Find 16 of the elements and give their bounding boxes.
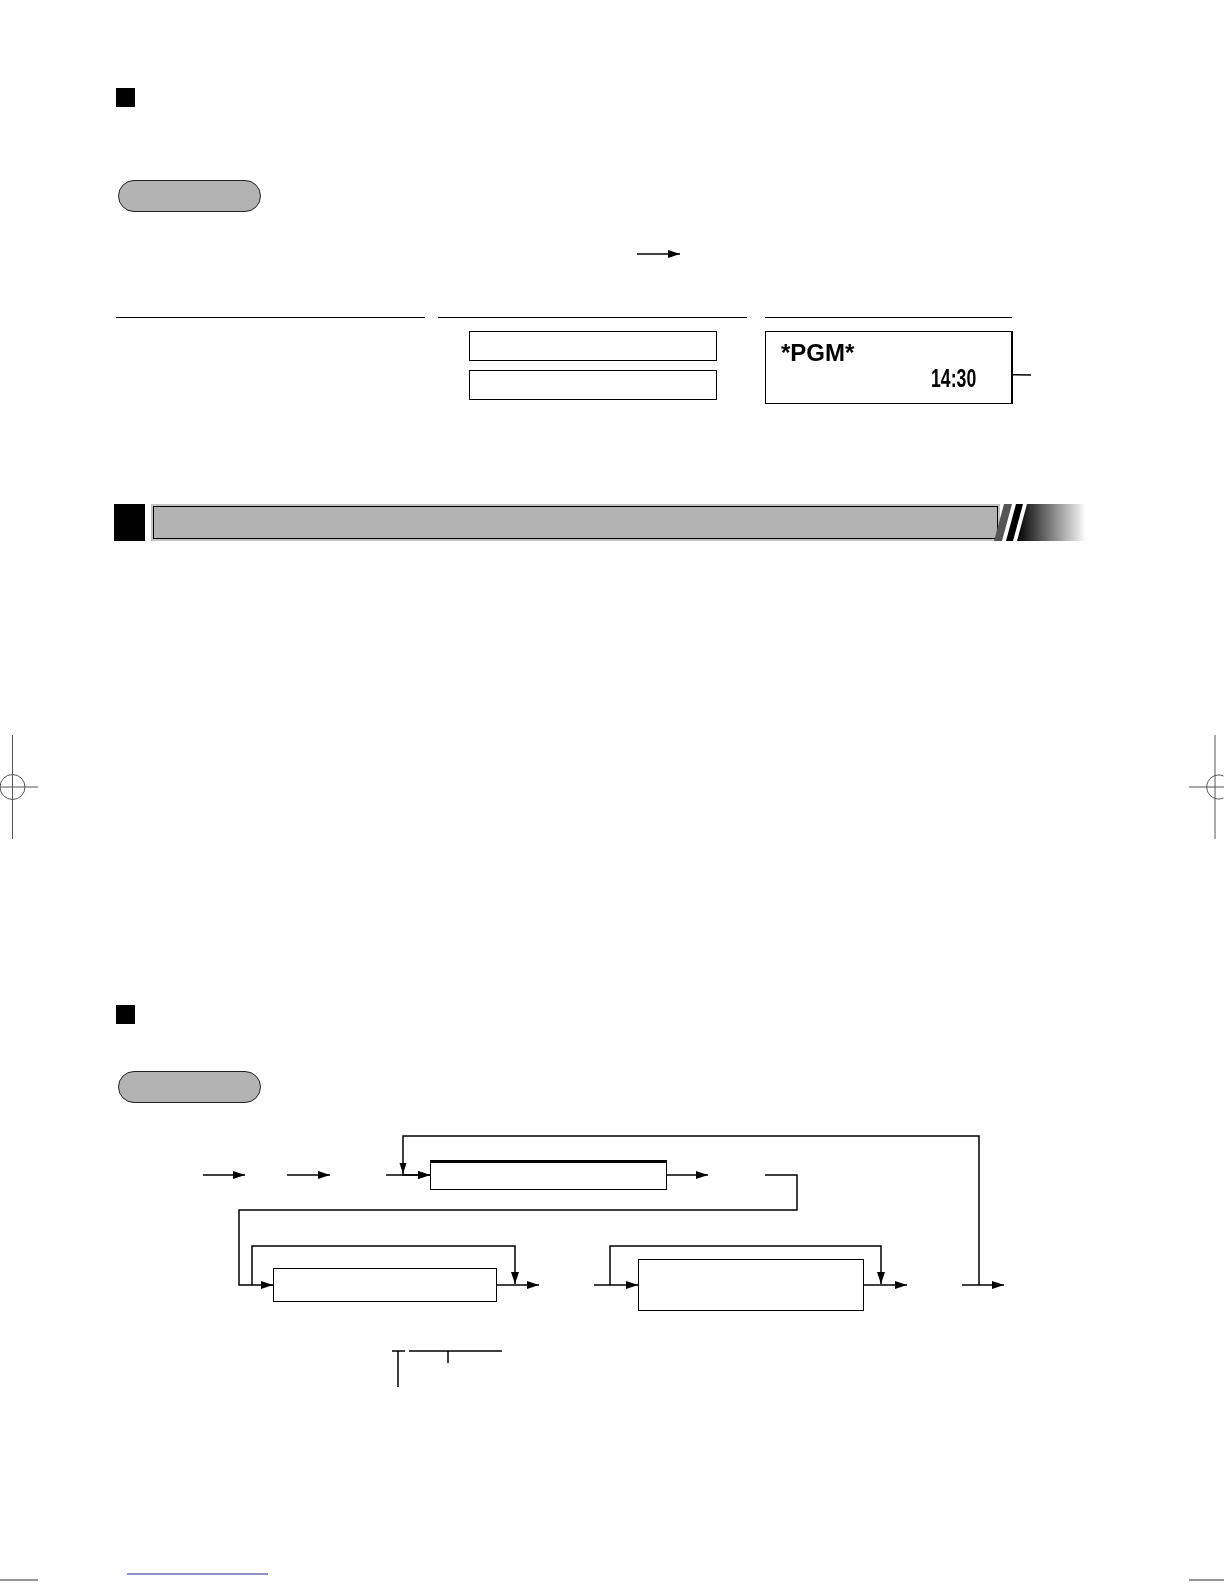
- display-text: *PGM*: [781, 341, 855, 365]
- outlined-box: [638, 1259, 864, 1311]
- display-text: 14:30: [931, 365, 977, 391]
- outlined-box: [430, 1160, 667, 1190]
- display-panel: [765, 331, 1013, 404]
- outlined-box: [469, 370, 717, 400]
- arrow: [666, 1171, 709, 1179]
- arrow: [863, 1281, 908, 1289]
- rounded-tab: [118, 1071, 261, 1103]
- arrow: [496, 1281, 540, 1289]
- arrow: [593, 1281, 639, 1289]
- outlined-box: [469, 331, 717, 361]
- leader-line: [1012, 374, 1032, 376]
- rounded-tab: [118, 180, 261, 212]
- arrow: [238, 1174, 798, 1289]
- outlined-box: [273, 1268, 497, 1302]
